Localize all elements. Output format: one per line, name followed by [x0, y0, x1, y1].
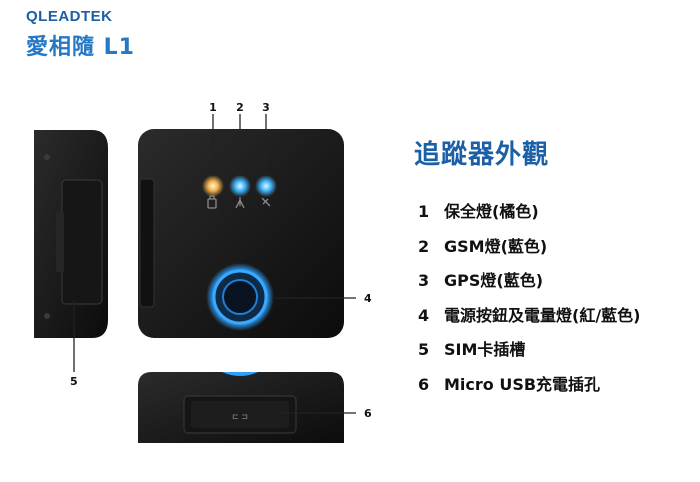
legend-text: Micro USB充電插孔 — [444, 374, 601, 394]
callout-3: 3 — [262, 101, 270, 114]
legend-number: 6 — [418, 374, 430, 394]
gps-led-icon — [255, 175, 277, 197]
gsm-led-icon — [229, 175, 251, 197]
leadtek-logo: QLEADTEK — [26, 8, 113, 25]
legend-text: 電源按鈕及電量燈(紅/藍色) — [444, 305, 641, 325]
device-front-view — [138, 129, 344, 338]
callout-5: 5 — [70, 375, 78, 388]
legend-item: 4 電源按鈕及電量燈(紅/藍色) — [418, 302, 640, 337]
page-heading: 追蹤器外觀 — [414, 140, 550, 170]
device-side-view — [34, 130, 108, 338]
callout-2: 2 — [236, 101, 244, 114]
brand-block: QLEADTEK 愛相隨 L1 — [26, 8, 135, 61]
legend-item: 2 GSM燈(藍色) — [418, 233, 640, 268]
antenna-icon — [235, 197, 245, 209]
legend-text: GSM燈(藍色) — [444, 236, 548, 256]
product-name: 愛相隨 L1 — [26, 35, 135, 60]
legend-text: SIM卡插槽 — [444, 340, 526, 359]
legend-item: 1 保全燈(橘色) — [418, 198, 640, 233]
legend-text: 保全燈(橘色) — [444, 202, 539, 221]
legend-number: 1 — [418, 202, 430, 221]
legend-list: 1 保全燈(橘色) 2 GSM燈(藍色) 3 GPS燈(藍色) 4 電源按鈕及電量燈(紅… — [418, 198, 640, 405]
legend-number: 5 — [418, 340, 430, 359]
device-bottom-view: ⊏ ⊐ — [138, 372, 344, 443]
callout-6: 6 — [364, 407, 372, 420]
satellite-icon — [261, 197, 271, 207]
callout-1: 1 — [209, 101, 217, 114]
legend-item: 6 Micro USB充電插孔 — [418, 371, 640, 406]
callout-4: 4 — [364, 292, 372, 305]
callout-lines — [73, 114, 356, 414]
legend-number: 2 — [418, 236, 430, 256]
security-led-icon — [202, 175, 224, 197]
legend-item: 5 SIM卡插槽 — [418, 336, 640, 371]
legend-number: 4 — [418, 305, 430, 325]
legend-item: 3 GPS燈(藍色) — [418, 267, 640, 302]
shield-icon — [207, 195, 217, 209]
svg-text:⊏ ⊐: ⊏ ⊐ — [232, 412, 248, 421]
legend-number: 3 — [418, 271, 430, 290]
legend-text: GPS燈(藍色) — [444, 271, 544, 290]
